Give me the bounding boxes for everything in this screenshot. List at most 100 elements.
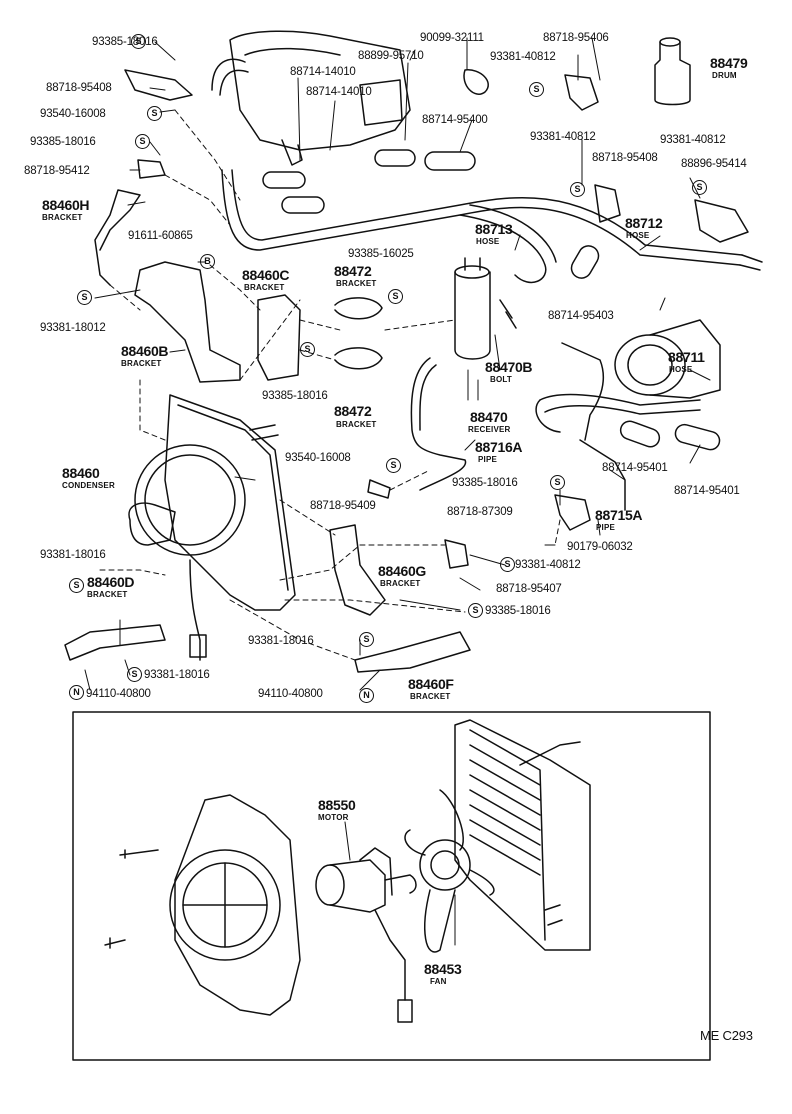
receiver-drawing (454, 257, 517, 360)
leader-lines (84, 37, 711, 691)
label-88470: 88470 (470, 409, 508, 425)
washer-symbol: S (135, 134, 150, 149)
nut-symbol: N (359, 688, 374, 703)
washer-symbol: S (359, 632, 374, 647)
label-88714-95401: 88714-95401 (674, 485, 740, 497)
label-93385-18016: 93385-18016 (92, 36, 158, 48)
label-88714-95401: 88714-95401 (602, 462, 668, 474)
label-88718-87309: 88718-87309 (447, 506, 513, 518)
label-93381-18016: 93381-18016 (144, 669, 210, 681)
washer-symbol: S (570, 182, 585, 197)
label-88718-95409: 88718-95409 (310, 500, 376, 512)
label-88896-95414: 88896-95414 (681, 158, 747, 170)
label-motor: MOTOR (318, 813, 349, 822)
washer-symbol: S (468, 603, 483, 618)
label-88718-95408: 88718-95408 (46, 82, 112, 94)
label-93540-16008: 93540-16008 (40, 108, 106, 120)
label-bracket: BRACKET (336, 279, 377, 288)
label-hose: HOSE (476, 237, 500, 246)
compressor-drawing (211, 30, 411, 166)
label-90179-06032: 90179-06032 (567, 541, 633, 553)
label-88713: 88713 (475, 221, 513, 237)
brackets-bottom (64, 524, 471, 673)
label-88711: 88711 (668, 349, 705, 365)
label-93381-18016: 93381-18016 (248, 635, 314, 647)
inset-shroud (104, 794, 301, 1016)
label-bracket: BRACKET (121, 359, 162, 368)
label-88453: 88453 (424, 961, 462, 977)
washer-symbol: S (550, 475, 565, 490)
washer-symbol: S (529, 82, 544, 97)
label-bracket: BRACKET (87, 590, 128, 599)
dashed-guides (99, 109, 561, 661)
condenser-drawing (128, 394, 296, 661)
label-pipe: PIPE (478, 455, 498, 464)
inset-fan (404, 789, 495, 953)
drum-drawing (654, 37, 691, 106)
nut-symbol: N (69, 685, 84, 700)
label-88460H: 88460H (42, 197, 90, 213)
clamps (124, 69, 749, 569)
label-88714-95400: 88714-95400 (422, 114, 488, 126)
label-88718-95406: 88718-95406 (543, 32, 609, 44)
washer-symbol: S (147, 106, 162, 121)
label-88718-95408: 88718-95408 (592, 152, 658, 164)
washer-symbol: S (131, 34, 146, 49)
washer-symbol: S (388, 289, 403, 304)
label-bracket: BRACKET (380, 579, 421, 588)
label-93385-18016: 93385-18016 (485, 605, 551, 617)
label-88714-95403: 88714-95403 (548, 310, 614, 322)
label-88460G: 88460G (378, 563, 427, 579)
label-93385-18016: 93385-18016 (262, 390, 328, 402)
label-88460B: 88460B (121, 343, 169, 359)
label-93385-18016: 93385-18016 (30, 136, 96, 148)
label-88716A: 88716A (475, 439, 523, 455)
label-88715A: 88715A (595, 507, 643, 523)
washer-symbol: S (500, 557, 515, 572)
label-hose: HOSE (669, 365, 693, 374)
pipe-88716a (410, 342, 604, 491)
inset-motor (315, 847, 417, 1023)
label-bracket: BRACKET (244, 283, 285, 292)
label-hose: HOSE (626, 231, 650, 240)
label-bolt: BOLT (490, 375, 512, 384)
label-88714-14010: 88714-14010 (290, 66, 356, 78)
label-receiver: RECEIVER (468, 425, 511, 434)
washer-symbol: S (386, 458, 401, 473)
bolt-symbol: B (200, 254, 215, 269)
diagram-code: ME C293 (700, 1028, 753, 1043)
label-condenser: CONDENSER (62, 481, 115, 490)
label-88472: 88472 (334, 403, 372, 419)
label-88460F: 88460F (408, 676, 454, 692)
label-93381-40812: 93381-40812 (490, 51, 556, 63)
label-bracket: BRACKET (42, 213, 83, 222)
label-88472: 88472 (334, 263, 372, 279)
main-hoses (221, 169, 763, 284)
label-93540-16008: 93540-16008 (285, 452, 351, 464)
label-bracket: BRACKET (410, 692, 451, 701)
label-88899-95710: 88899-95710 (358, 50, 424, 62)
inset-box (72, 711, 711, 1061)
brackets-left (94, 189, 241, 383)
label-88718-95407: 88718-95407 (496, 583, 562, 595)
washer-symbol: S (77, 290, 92, 305)
compressor-right (535, 319, 721, 433)
label-93381-18016: 93381-18016 (40, 549, 106, 561)
label-pipe: PIPE (596, 523, 616, 532)
label-93385-16025: 93385-16025 (348, 248, 414, 260)
label-88470B: 88470B (485, 359, 533, 375)
label-91611-60865: 91611-60865 (128, 230, 193, 242)
label-drum: DRUM (712, 71, 737, 80)
label-90099-32111: 90099-32111 (420, 32, 484, 44)
label-bracket: BRACKET (336, 420, 377, 429)
label-88718-95412: 88718-95412 (24, 165, 90, 177)
label-93381-40812: 93381-40812 (515, 559, 581, 571)
washer-symbol: S (127, 667, 142, 682)
label-93381-18012: 93381-18012 (40, 322, 106, 334)
label-88712: 88712 (625, 215, 663, 231)
label-88460C: 88460C (242, 267, 290, 283)
label-88550: 88550 (318, 797, 356, 813)
label-93381-40812: 93381-40812 (660, 134, 726, 146)
washer-symbol: S (69, 578, 84, 593)
